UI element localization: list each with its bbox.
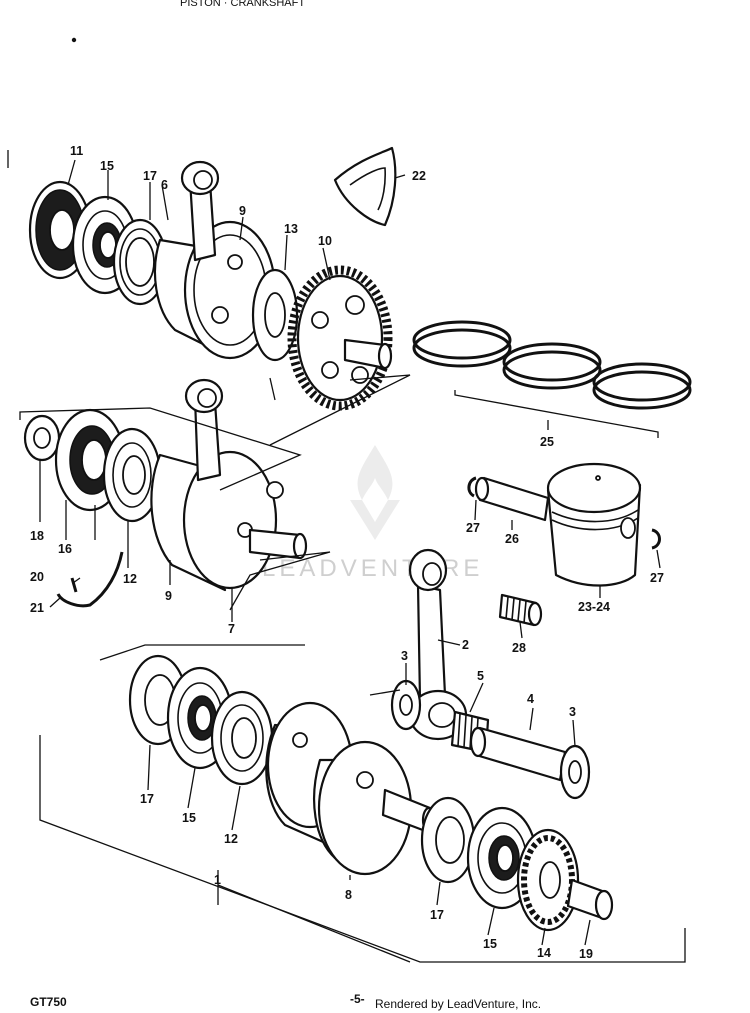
crank-pin-4 [469, 726, 567, 782]
callout-22: 22 [412, 169, 426, 183]
nut-19 [566, 878, 614, 921]
callout-25: 25 [540, 435, 554, 449]
seal-12-bottom [210, 690, 274, 786]
watermark-text: LEADVENTURE [262, 555, 483, 582]
credit-text: Rendered by LeadVenture, Inc. [375, 997, 541, 1011]
callout-28: 28 [512, 641, 526, 655]
callout-18: 18 [30, 529, 44, 543]
seal-17-top [112, 218, 168, 306]
callout-6: 6 [161, 178, 168, 192]
callout-15b: 15 [182, 811, 196, 825]
callout-4: 4 [527, 692, 534, 706]
callout-17b: 17 [140, 792, 154, 806]
callout-7: 7 [228, 622, 235, 636]
page-number: -5- [350, 992, 365, 1006]
flywheel-9-middle [150, 450, 284, 592]
callout-21: 21 [30, 601, 44, 615]
bracket-lines [7, 150, 686, 963]
washer-3-left [390, 679, 422, 731]
leader-lines [39, 159, 661, 963]
callout-19: 19 [579, 947, 593, 961]
callout-11: 11 [70, 144, 83, 158]
oil-seal-18 [23, 414, 61, 462]
circlip-27-right [651, 528, 661, 550]
callout-27a: 27 [466, 521, 480, 535]
seal-17-bottom-right [420, 796, 476, 884]
seal-12-middle [102, 427, 162, 523]
callout-5: 5 [477, 669, 484, 683]
connecting-rod-top [180, 160, 220, 262]
callout-1: 1 [214, 873, 221, 887]
callout-17a: 17 [143, 169, 157, 183]
callout-labels: 11 15 17 6 9 13 10 22 25 18 16 12 9 7 20… [30, 144, 664, 961]
callout-12a: 12 [123, 572, 137, 586]
callout-8: 8 [345, 888, 352, 902]
connecting-rod-middle [184, 378, 224, 482]
watermark-logo [350, 445, 400, 540]
callout-2: 2 [462, 638, 469, 652]
scan-speck [71, 37, 77, 43]
model-label: GT750 [30, 995, 67, 1009]
callout-26: 26 [505, 532, 519, 546]
callout-17c: 17 [430, 908, 444, 922]
callout-3b: 3 [569, 705, 576, 719]
crankshaft-assembly-7 [23, 378, 308, 608]
callout-10: 10 [318, 234, 332, 248]
callout-20: 20 [30, 570, 44, 584]
callout-15a: 15 [100, 159, 114, 173]
crankshaft-assembly-8 [128, 654, 614, 932]
collar-13 [251, 268, 299, 362]
shaft-end-middle [248, 528, 308, 560]
circlip-27-left [467, 476, 477, 498]
shaft-end-top [343, 338, 393, 370]
labyrinth-seal-14 [516, 828, 580, 932]
header-text: PISTON · CRANKSHAFT [180, 0, 305, 9]
circlip-21 [56, 551, 124, 608]
key-20 [70, 577, 78, 593]
piston-pin-26 [474, 476, 550, 522]
callout-12b: 12 [224, 832, 238, 846]
thrust-washer-22 [333, 146, 397, 227]
callout-3a: 3 [401, 649, 408, 663]
washer-3-right [559, 744, 591, 800]
callout-14: 14 [537, 946, 551, 960]
connecting-rod-2 [408, 548, 468, 741]
piston-rings-25 [412, 320, 692, 410]
callout-9b: 9 [165, 589, 172, 603]
callout-27b: 27 [650, 571, 664, 585]
callout-13: 13 [284, 222, 298, 236]
needle-bearing-28 [498, 593, 543, 627]
callout-23-24: 23-24 [578, 600, 610, 614]
callout-9a: 9 [239, 204, 246, 218]
callout-16: 16 [58, 542, 72, 556]
crankshaft-assembly-top [28, 160, 393, 411]
piston-23-24 [546, 462, 642, 587]
callout-15c: 15 [483, 937, 497, 951]
gear-10 [287, 265, 393, 411]
